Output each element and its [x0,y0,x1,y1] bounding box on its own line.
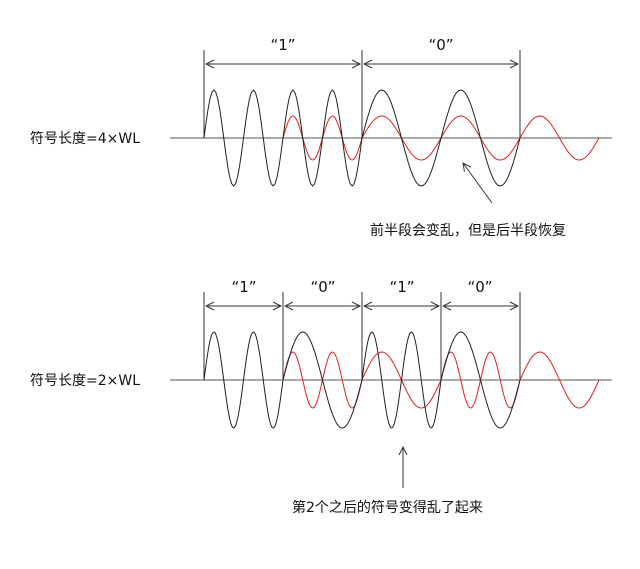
symbol-length-label-1: 符号长度=4×WL [30,131,140,147]
annotation-text-1: 前半段会变乱，但是后半段恢复 [370,222,566,239]
signal-wave-black [203,331,521,429]
signal-wave-black [203,89,521,187]
panel-1: 符号长度=4×WL “1” “0” 前半段会变乱，但是后半段恢复 [30,36,612,239]
symbol-label: “1” [389,278,414,296]
symbol-label: “1” [231,278,256,296]
panel-2: 符号长度=2×WL “1” “0” “1” “0” 第2个之后的符号变得乱了起来 [30,278,612,516]
symbol-length-label-2: 符号长度=2×WL [30,373,140,389]
symbol-label: “0” [467,278,492,296]
annotation-text-2: 第2个之后的符号变得乱了起来 [292,499,483,516]
symbol-label: “1” [270,36,295,54]
symbol-label: “0” [428,36,453,54]
annotation-arrow [463,163,493,204]
symbol-label: “0” [310,278,335,296]
